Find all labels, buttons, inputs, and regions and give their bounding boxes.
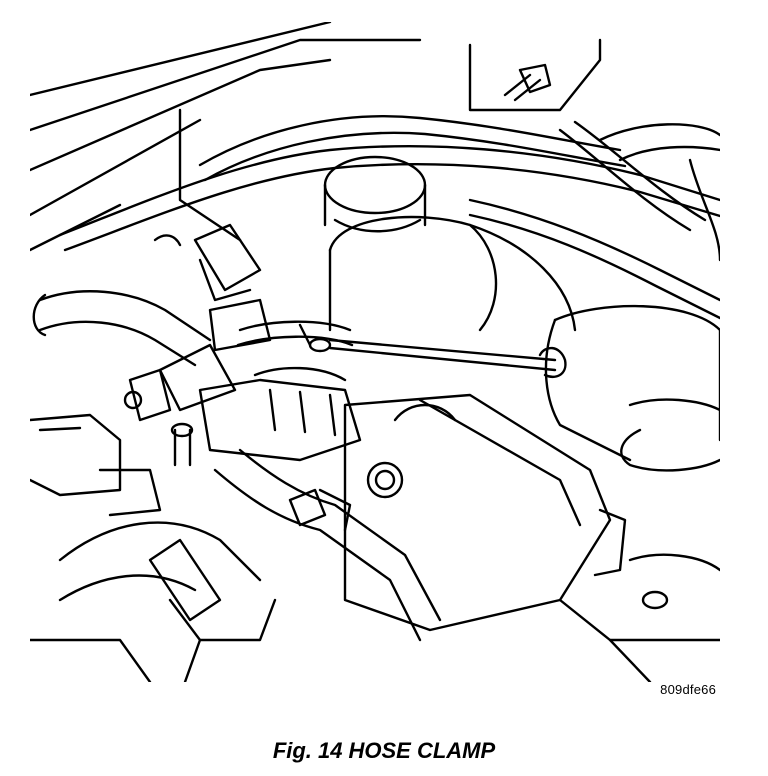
bypass-hose [213, 448, 442, 642]
left-bracket [30, 413, 162, 682]
wiring-harness [58, 115, 720, 320]
engine-line-drawing [30, 22, 720, 682]
hood-panels [30, 22, 422, 252]
figure-number: Fig. 14 [272, 738, 343, 763]
sensor-connector [123, 223, 272, 422]
lower-fitting [58, 521, 277, 682]
hose-clamp [236, 320, 354, 353]
water-outlet-flange [170, 366, 362, 467]
right-lower-panel [558, 553, 720, 682]
hand [598, 123, 720, 472]
thermostat-housing [328, 215, 577, 332]
stud-bolt [468, 38, 602, 112]
upper-radiator-hose [32, 290, 212, 367]
engine-cover [343, 393, 627, 632]
figure-title: HOSE CLAMP [348, 738, 496, 763]
screwdriver [328, 304, 720, 462]
illustration-reference-code: 809dfe66 [660, 682, 716, 697]
